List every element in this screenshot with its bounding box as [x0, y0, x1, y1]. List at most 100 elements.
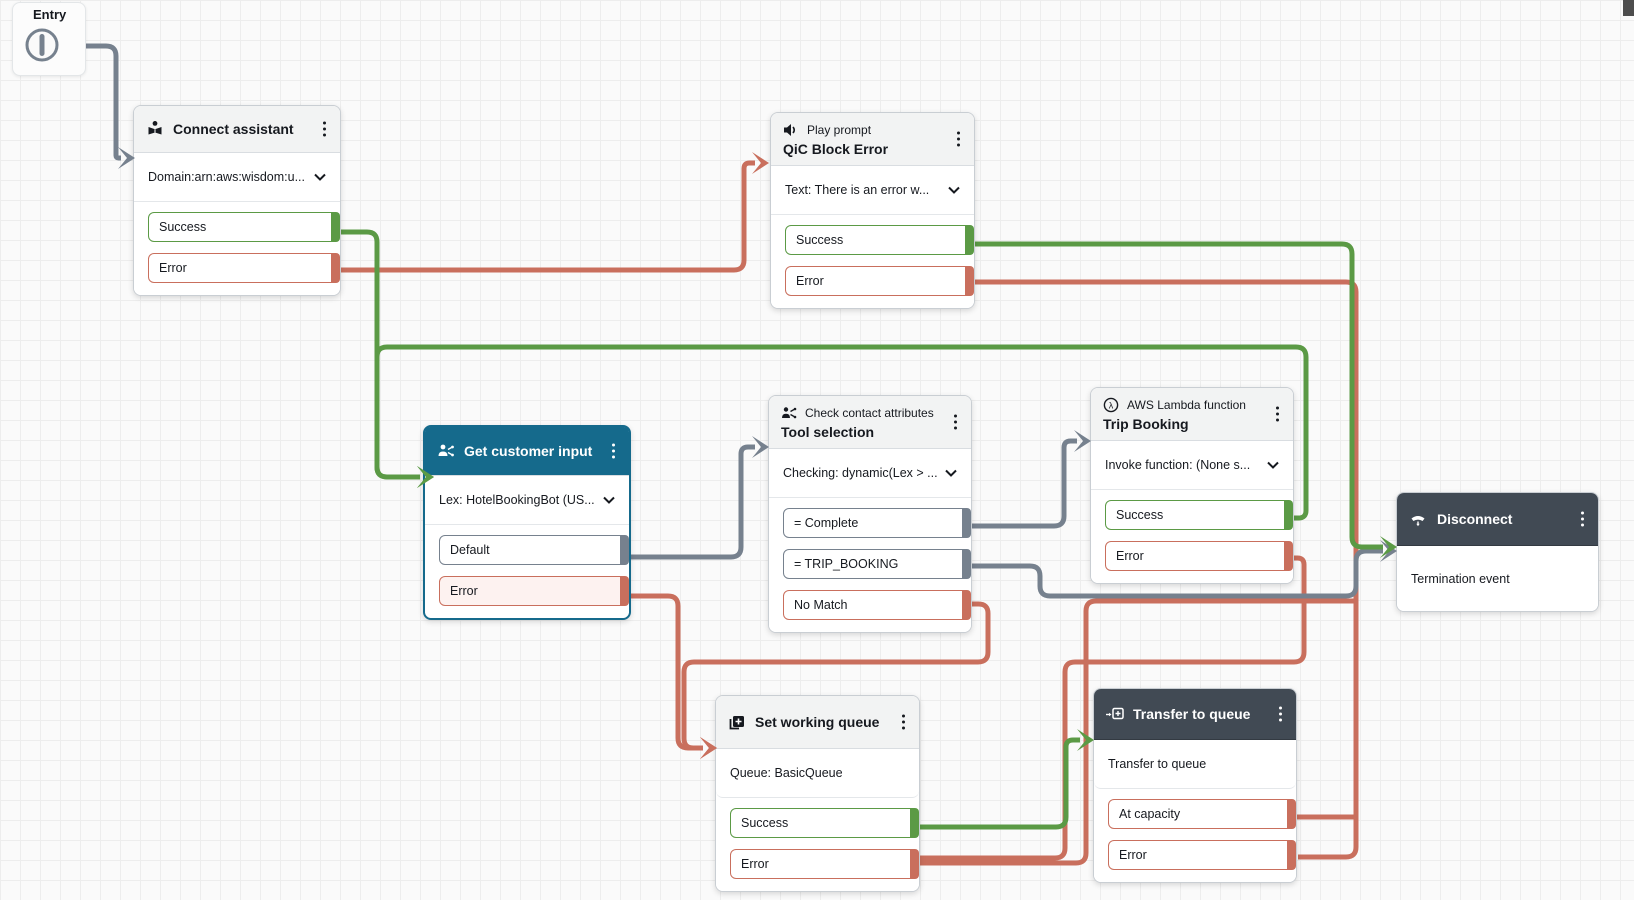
kebab-menu-icon[interactable] [1275, 703, 1286, 726]
outputs-section: At capacity Error [1094, 789, 1296, 882]
node-type-label: Play prompt [807, 122, 872, 137]
connector-stub[interactable] [962, 508, 971, 538]
entry-point-icon[interactable] [22, 23, 62, 63]
connector-stub[interactable] [331, 253, 340, 283]
outputs-section: Success Error [134, 202, 340, 295]
output-error[interactable]: Error [730, 849, 919, 879]
output-trip-booking[interactable]: = TRIP_BOOKING [783, 549, 971, 579]
customer-input-icon [438, 444, 454, 457]
edge-arrowhead-trip-booking [1074, 430, 1091, 452]
kebab-menu-icon[interactable] [953, 128, 964, 151]
connector-stub[interactable] [962, 549, 971, 579]
output-no-match[interactable]: No Match [783, 590, 971, 620]
node-header[interactable]: Disconnect [1397, 493, 1598, 546]
output-success[interactable]: Success [1105, 500, 1293, 530]
node-header[interactable]: Set working queue [716, 696, 919, 749]
kebab-menu-icon[interactable] [319, 118, 330, 141]
edge-arrowhead-tool-selection [752, 436, 769, 458]
connector-stub[interactable] [1287, 840, 1296, 870]
edge-tool-selection.complete [969, 438, 1077, 529]
output-label: At capacity [1119, 807, 1181, 821]
kebab-menu-icon[interactable] [608, 440, 619, 463]
kebab-menu-icon[interactable] [950, 411, 961, 434]
output-label: Error [741, 857, 769, 871]
output-label: Error [1116, 549, 1144, 563]
node-title: Connect assistant [173, 121, 294, 137]
node-disconnect[interactable]: Disconnect Termination event [1396, 492, 1599, 612]
node-header[interactable]: Connect assistant [134, 106, 340, 153]
connector-stub[interactable] [965, 225, 974, 255]
node-title: QiC Block Error [783, 140, 889, 157]
connector-stub[interactable] [620, 535, 629, 565]
output-label: No Match [794, 598, 848, 612]
node-get-customer-input[interactable]: Get customer input Lex: HotelBookingBot … [423, 425, 631, 620]
outputs-section: Success Error [716, 798, 919, 891]
edge-arrowhead-disconnect [1380, 536, 1397, 558]
output-error[interactable]: Error [785, 266, 974, 296]
node-tool-selection[interactable]: Check contact attributes Tool selection … [768, 395, 972, 633]
termination-event-label: Termination event [1397, 546, 1598, 611]
node-trip-booking[interactable]: λ AWS Lambda function Trip Booking Invok… [1090, 387, 1294, 584]
outputs-section: Success Error [771, 215, 974, 308]
output-label: Success [159, 220, 207, 234]
checking-dropdown[interactable]: Checking: dynamic(Lex > ... [769, 449, 971, 498]
connector-stub[interactable] [962, 590, 971, 620]
node-header[interactable]: λ AWS Lambda function Trip Booking [1091, 388, 1293, 441]
svg-text:λ: λ [1109, 400, 1114, 410]
node-title: Disconnect [1437, 511, 1513, 527]
queue-icon [729, 716, 744, 730]
node-title: Set working queue [755, 714, 880, 730]
output-success[interactable]: Success [730, 808, 919, 838]
node-header[interactable]: Check contact attributes Tool selection [769, 396, 971, 449]
output-label: Error [796, 274, 824, 288]
connector-stub[interactable] [1284, 541, 1293, 571]
node-header[interactable]: Play prompt QiC Block Error [771, 113, 974, 166]
node-set-working-queue[interactable]: Set working queue Queue: BasicQueue Succ… [715, 695, 920, 892]
prompt-text-dropdown[interactable]: Text: There is an error w... [771, 166, 974, 215]
output-default[interactable]: Default [439, 535, 629, 565]
output-success[interactable]: Success [148, 212, 340, 242]
connector-stub[interactable] [331, 212, 340, 242]
output-error[interactable]: Error [1108, 840, 1296, 870]
kebab-menu-icon[interactable] [898, 711, 909, 734]
connector-stub[interactable] [910, 849, 919, 879]
domain-dropdown[interactable]: Domain:arn:aws:wisdom:u... [134, 153, 340, 202]
output-success[interactable]: Success [785, 225, 974, 255]
output-error[interactable]: Error [439, 576, 629, 606]
edge-connect-assistant.error [339, 160, 755, 273]
connector-stub[interactable] [910, 808, 919, 838]
connector-stub[interactable] [620, 576, 629, 606]
output-at-capacity[interactable]: At capacity [1108, 799, 1296, 829]
chevron-down-icon [603, 496, 615, 504]
entry-node[interactable]: Entry [12, 2, 86, 76]
node-header[interactable]: Get customer input [425, 427, 629, 476]
output-error[interactable]: Error [1105, 541, 1293, 571]
lex-bot-dropdown[interactable]: Lex: HotelBookingBot (US... [425, 476, 629, 525]
node-transfer-to-queue[interactable]: Transfer to queue Transfer to queue At c… [1093, 688, 1297, 883]
queue-value: Queue: BasicQueue [716, 749, 919, 798]
chevron-down-icon [945, 469, 957, 477]
output-complete[interactable]: = Complete [783, 508, 971, 538]
output-error[interactable]: Error [148, 253, 340, 283]
node-title: Get customer input [464, 443, 593, 459]
output-label: = TRIP_BOOKING [794, 557, 899, 571]
node-connect-assistant[interactable]: Connect assistant Domain:arn:aws:wisdom:… [133, 105, 341, 296]
output-label: Success [796, 233, 844, 247]
connector-stub[interactable] [1284, 500, 1293, 530]
node-play-prompt[interactable]: Play prompt QiC Block Error Text: There … [770, 112, 975, 309]
output-label: Success [741, 816, 789, 830]
node-header[interactable]: Transfer to queue [1094, 689, 1296, 740]
kebab-menu-icon[interactable] [1272, 403, 1283, 426]
kebab-menu-icon[interactable] [1577, 508, 1588, 531]
node-title: Transfer to queue [1133, 706, 1251, 722]
connector-stub[interactable] [965, 266, 974, 296]
invoke-function-dropdown[interactable]: Invoke function: (None s... [1091, 441, 1293, 490]
parameter-text: Checking: dynamic(Lex > ... [783, 466, 938, 480]
outputs-section: Default Error [425, 525, 629, 618]
node-title: Tool selection [781, 423, 875, 440]
connector-stub[interactable] [1287, 799, 1296, 829]
edge-arrowhead-disconnect [1380, 540, 1397, 562]
parameter-text: Domain:arn:aws:wisdom:u... [148, 170, 306, 184]
entry-label: Entry [33, 7, 67, 22]
scrollbar-corner-marker [1623, 0, 1634, 16]
